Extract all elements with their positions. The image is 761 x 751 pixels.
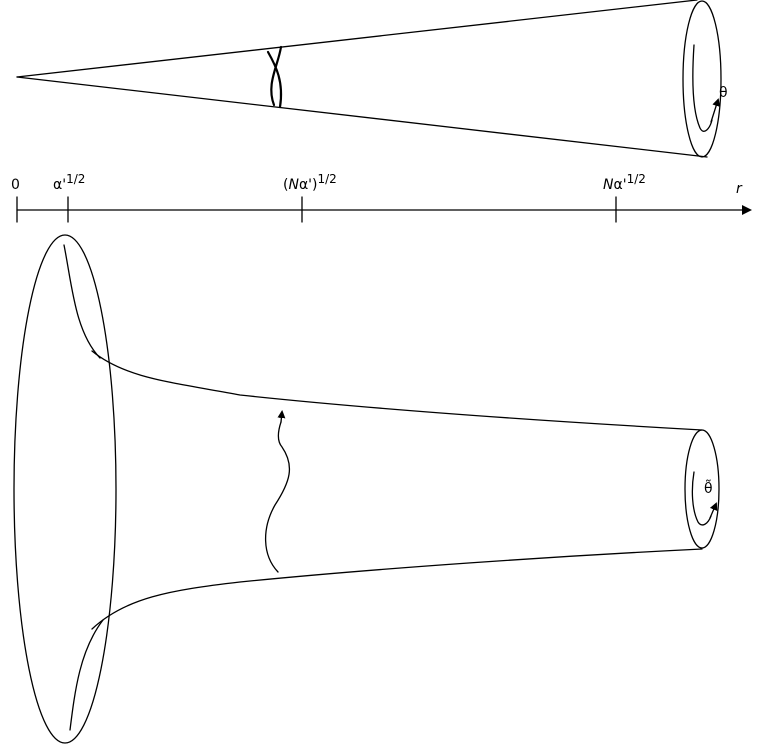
wavy-string (264, 421, 291, 573)
tick-1-base: α' (53, 177, 67, 193)
tick-label-alpha: α'1/2 (53, 173, 85, 193)
radial-axis (16, 196, 752, 223)
tick-0-base: 0 (11, 177, 20, 193)
throat (13, 234, 720, 744)
throat-inner-top (63, 244, 101, 359)
tick-2-n: N (288, 177, 299, 193)
cone-upper-edge (16, 0, 698, 78)
throat-inner-bottom (69, 619, 104, 731)
throat-lower-surface (91, 548, 703, 630)
cone-theta-label: θ (719, 85, 728, 101)
throat-rotation-arrow (709, 502, 718, 519)
cone-lower-edge (16, 76, 708, 158)
cone-rotation-arrow (710, 98, 720, 123)
throat-upper-surface (91, 350, 703, 431)
cone (16, 0, 722, 158)
string-crossing-1 (266, 50, 283, 109)
throat-end-ellipse (684, 429, 720, 549)
tick-2-rest: α') (298, 177, 318, 193)
string-crossing-2 (270, 45, 283, 107)
tick-1-exponent: 1/2 (66, 172, 86, 186)
throat-mouth-ellipse (13, 234, 117, 744)
tick-2-exponent: 1/2 (317, 172, 337, 186)
cone-rotation-curve (692, 44, 713, 132)
tick-3-rest: α' (613, 177, 627, 193)
throat-theta-label: θ̃ (704, 481, 713, 497)
tick-label-n-alpha: (Nα')1/2 (283, 173, 337, 193)
axis-variable-label: r (736, 181, 742, 197)
tick-2-open: ( (283, 177, 289, 193)
cone-end-ellipse (682, 0, 722, 158)
tick-label-n-alpha-prime: Nα'1/2 (603, 173, 646, 193)
wavy-string-arrow (277, 410, 286, 423)
tick-3-exponent: 1/2 (626, 172, 646, 186)
tick-label-0: 0 (11, 178, 20, 192)
throat-rotation-curve (691, 471, 712, 526)
tick-3-n: N (603, 177, 614, 193)
